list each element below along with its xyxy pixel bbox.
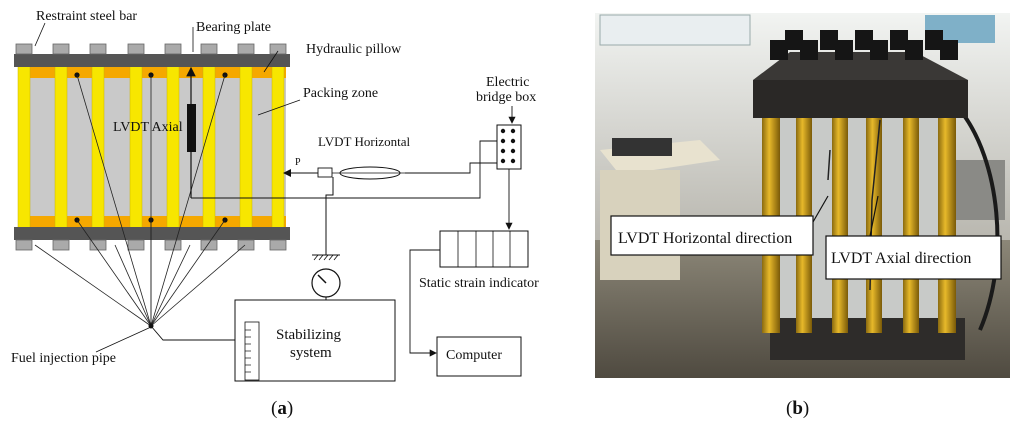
photo-top-nut xyxy=(905,40,923,60)
caption-a: (a) xyxy=(271,398,293,419)
lvdt-horizontal-body xyxy=(317,167,333,178)
restraint-steel-bar xyxy=(239,53,253,241)
photo-pole xyxy=(903,118,919,333)
photo-window-left xyxy=(599,14,751,46)
bearing-plate-top xyxy=(14,54,290,67)
label-lvdt-axial: LVDT Axial xyxy=(113,120,183,135)
label-static-strain-indicator: Static strain indicator xyxy=(419,276,539,291)
fuel-injection-leader xyxy=(95,326,152,353)
restraint-steel-bar xyxy=(202,53,216,241)
ground-hatch xyxy=(313,254,339,261)
photo-pole xyxy=(832,118,848,333)
restraint-steel-bar xyxy=(17,53,31,241)
caption-b: (b) xyxy=(786,398,809,419)
lvdt-axial-direction-box xyxy=(825,235,1002,280)
horizontal-signal-wire xyxy=(405,162,497,174)
fuel-supply-pipe xyxy=(150,325,235,341)
fuel-injection-lines xyxy=(34,74,246,327)
label-bearing-plate: Bearing plate xyxy=(196,20,271,35)
label-stabilizing-line1: Stabilizing xyxy=(276,327,341,343)
bolt-nuts xyxy=(15,43,287,251)
packing-zone-leader xyxy=(257,99,301,116)
lvdt-horizontal-direction-box xyxy=(610,215,814,256)
bolt-nut-bottom xyxy=(127,239,145,251)
restraint-bar-leader xyxy=(34,22,46,47)
label-stabilizing-line2: system xyxy=(290,345,332,361)
label-lvdt-axial-direction: LVDT Axial direction xyxy=(831,250,971,267)
restraint-steel-bar xyxy=(54,53,68,241)
label-lvdt-horizontal: LVDT Horizontal xyxy=(318,134,410,149)
label-lvdt-horizontal-direction: LVDT Horizontal direction xyxy=(618,230,792,247)
label-fuel-injection-pipe: Fuel injection pipe xyxy=(11,351,116,366)
static-strain-indicator-box xyxy=(439,230,529,268)
photo-top-nut xyxy=(835,40,853,60)
restraint-steel-bar xyxy=(129,53,143,241)
lvdt-axial-direction-pointer xyxy=(869,195,879,237)
fuel-injection-line xyxy=(150,244,191,327)
fuel-injection-line xyxy=(150,74,226,327)
restraint-steel-bar xyxy=(166,53,180,241)
label-p-symbol: P xyxy=(295,157,301,168)
fuel-injection-line xyxy=(114,244,152,327)
photo-top-nut xyxy=(770,40,788,60)
strain-to-computer-wire xyxy=(409,249,440,357)
photo-top-nuts xyxy=(770,30,958,60)
photo-pole xyxy=(866,118,882,333)
bolt-nut-top xyxy=(200,43,218,55)
label-hydraulic-pillow: Hydraulic pillow xyxy=(306,42,402,57)
fuel-injection-line xyxy=(76,219,152,327)
hydraulic-pillow-leader xyxy=(263,50,279,73)
lvdt-stand xyxy=(325,177,334,255)
bridge-box-terminals xyxy=(500,128,516,164)
bolt-nut-bottom xyxy=(269,239,287,251)
photo-cable xyxy=(958,108,1000,331)
photo-top-nut xyxy=(785,30,803,50)
photo-top-nut xyxy=(820,30,838,50)
bolt-nut-top xyxy=(15,43,33,55)
photo-rig-top-plate xyxy=(753,80,968,118)
bolt-nut-top xyxy=(127,43,145,55)
fuel-injection-line xyxy=(76,74,152,327)
bolt-nut-bottom xyxy=(164,239,182,251)
lvdt-horizontal-direction-pointer xyxy=(812,195,829,223)
label-electric-bridge-line2: bridge box xyxy=(476,90,536,105)
strain-indicator-dividers xyxy=(457,231,511,267)
level-gauge-ticks xyxy=(245,329,251,373)
bearing-plate-bottom xyxy=(14,227,290,240)
stabilizing-system-box xyxy=(234,299,396,382)
computer-box xyxy=(436,336,522,377)
axial-signal-wire xyxy=(191,140,497,199)
photo-top-nut xyxy=(940,40,958,60)
photo-laptop xyxy=(612,138,672,156)
gauge-needle xyxy=(317,274,327,284)
restraint-steel-bar xyxy=(271,53,285,241)
fuel-injection-line xyxy=(150,244,246,327)
bolt-nut-top xyxy=(164,43,182,55)
photo-top-nut xyxy=(855,30,873,50)
bolt-nut-bottom xyxy=(200,239,218,251)
label-packing-zone: Packing zone xyxy=(303,86,378,101)
fuel-injection-line xyxy=(34,244,152,327)
bolt-nut-top xyxy=(89,43,107,55)
bolt-nut-top xyxy=(52,43,70,55)
panel-a-diagram: Restraint steel bar Bearing plate Hydrau… xyxy=(11,9,539,419)
label-restraint-steel-bar: Restraint steel bar xyxy=(36,9,137,24)
photo-top-nut xyxy=(800,40,818,60)
bolt-nut-bottom xyxy=(15,239,33,251)
bolt-nut-top xyxy=(269,43,287,55)
fuel-injection-line xyxy=(150,219,226,327)
bolt-nut-bottom xyxy=(237,239,255,251)
panel-b-photo: LVDT Horizontal direction LVDT Axial dir… xyxy=(595,13,1010,419)
bolt-nut-top xyxy=(237,43,255,55)
photo-top-nut xyxy=(870,40,888,60)
label-computer: Computer xyxy=(446,348,502,363)
photo-top-nut xyxy=(890,30,908,50)
label-electric-bridge-line1: Electric xyxy=(486,75,530,90)
bolt-nut-bottom xyxy=(52,239,70,251)
hydraulic-pillow-top xyxy=(18,66,286,78)
photo-pole xyxy=(938,118,956,333)
photo-top-nut xyxy=(925,30,943,50)
electric-bridge-box xyxy=(496,124,522,170)
